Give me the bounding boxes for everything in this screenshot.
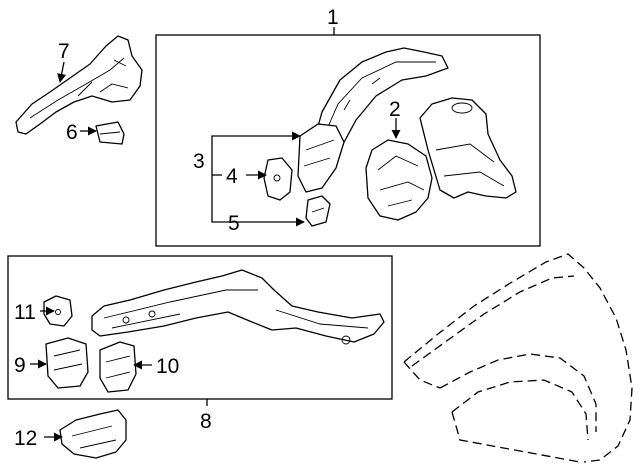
leader-3 xyxy=(211,131,301,160)
leader-7 xyxy=(57,61,67,83)
part-11-bracket[interactable] xyxy=(43,295,73,327)
part-6-bracket[interactable] xyxy=(95,121,125,145)
callout-9: 9 xyxy=(14,354,26,377)
part-8-lower-frame-rail[interactable] xyxy=(91,269,385,345)
part-10-bracket[interactable] xyxy=(99,341,137,393)
front-fender-outline xyxy=(403,253,633,463)
part-1-strut-tower[interactable] xyxy=(419,97,517,199)
part-12-bracket[interactable] xyxy=(59,409,127,459)
lower-group-frame xyxy=(7,255,393,400)
callout-12: 12 xyxy=(14,427,37,450)
part-2-inner-wheelhouse[interactable] xyxy=(365,139,433,221)
callout-10: 10 xyxy=(156,355,179,378)
upper-group-frame xyxy=(155,34,541,247)
part-3-rail-assembly[interactable] xyxy=(297,123,345,193)
part-9-bracket[interactable] xyxy=(45,337,89,389)
callout-3: 3 xyxy=(193,150,205,173)
part-5-bracket[interactable] xyxy=(305,195,331,227)
callout-8: 8 xyxy=(200,410,212,433)
leader-3-branch xyxy=(211,160,248,223)
callout-2: 2 xyxy=(389,98,401,121)
callout-7: 7 xyxy=(58,40,70,63)
callout-11: 11 xyxy=(14,301,36,324)
part-7-apron-reinforcement[interactable] xyxy=(15,35,143,135)
callout-6: 6 xyxy=(66,121,78,144)
callout-5: 5 xyxy=(228,212,240,235)
part-4-bracket[interactable] xyxy=(263,157,293,201)
callout-4: 4 xyxy=(226,165,238,188)
callout-1: 1 xyxy=(327,6,339,29)
